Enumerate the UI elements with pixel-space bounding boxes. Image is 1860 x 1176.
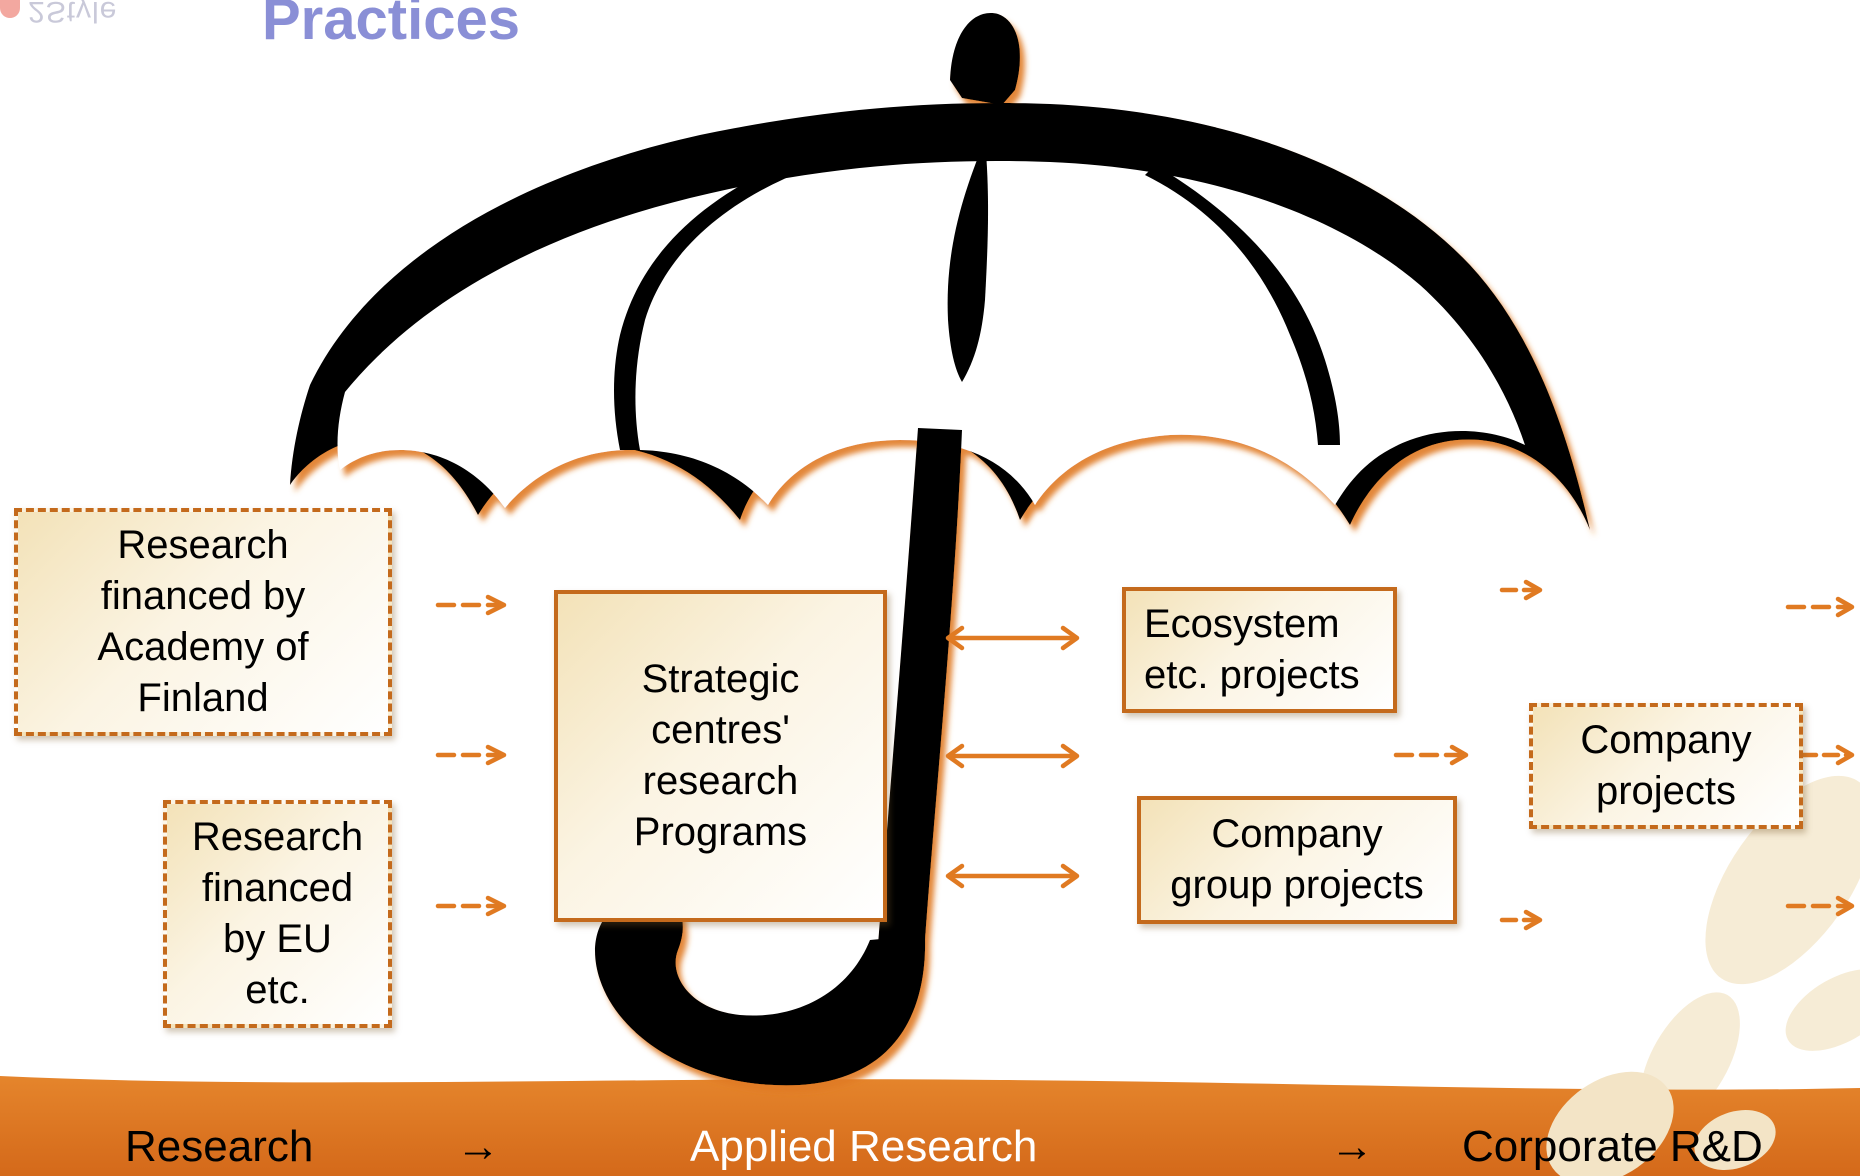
umbrella-icon xyxy=(290,13,1590,1086)
connector-arrows xyxy=(435,579,1855,931)
double-arrow-icon xyxy=(945,863,1080,889)
dashed-arrow-icon xyxy=(435,744,507,766)
stage-arrow-1: → xyxy=(456,1122,500,1171)
stage-applied-research-label: Applied Research xyxy=(690,1122,1038,1171)
box-ecosystem-projects: Ecosystem etc. projects xyxy=(1122,587,1397,713)
double-arrow-icon xyxy=(945,743,1080,769)
dashed-arrow-icon xyxy=(1785,895,1855,917)
box-eu-label: Research financed by EU etc. xyxy=(191,815,364,1012)
logo-dot xyxy=(0,0,20,18)
dashed-arrow-icon xyxy=(435,594,507,616)
logo: 2Style xyxy=(28,0,118,28)
page-title: Practices xyxy=(262,0,520,52)
dashed-arrow-icon xyxy=(1785,596,1855,618)
bottom-bar-blobs xyxy=(1546,1071,1776,1176)
double-arrow-icon xyxy=(945,625,1080,651)
dashed-arrow-icon xyxy=(1499,909,1543,931)
box-academy-label: Research financed by Academy of Finland xyxy=(97,523,309,720)
box-company-group-label: Company group projects xyxy=(1170,812,1424,907)
box-eu-research: Research financed by EU etc. xyxy=(163,800,392,1028)
box-company-label: Company projects xyxy=(1580,718,1752,813)
box-strategic-programs: Strategic centres' research Programs xyxy=(554,590,887,922)
box-ecosystem-label: Ecosystem etc. projects xyxy=(1144,602,1360,697)
box-strategic-label: Strategic centres' research Programs xyxy=(633,657,808,854)
stage-research-label: Research xyxy=(125,1122,314,1171)
box-company-group-projects: Company group projects xyxy=(1137,796,1457,924)
dashed-arrow-icon xyxy=(1499,579,1543,601)
bottom-bar xyxy=(0,1076,1860,1176)
stage-corporate-rd-label: Corporate R&D xyxy=(1462,1122,1763,1171)
box-company-projects: Company projects xyxy=(1529,703,1803,829)
dashed-arrow-icon xyxy=(435,895,507,917)
dashed-arrow-icon xyxy=(1799,744,1855,766)
box-academy-research: Research financed by Academy of Finland xyxy=(14,508,392,736)
dashed-arrow-icon xyxy=(1393,744,1469,766)
stage-arrow-2: → xyxy=(1330,1122,1374,1171)
